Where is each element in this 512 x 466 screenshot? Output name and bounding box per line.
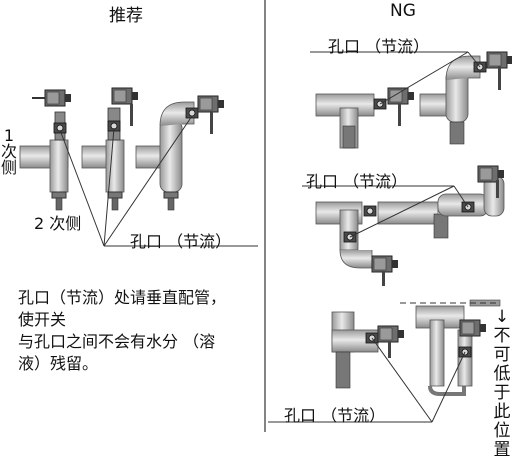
- recommended-assembly-2: [81, 87, 139, 211]
- vertical-char: 不: [493, 326, 511, 346]
- ng-leader-lines-3: [268, 337, 466, 423]
- vertical-char: 于: [493, 383, 511, 403]
- ng-example-3: [331, 299, 501, 396]
- primary-side-number: 1: [3, 126, 15, 145]
- recommended-assembly-1: [19, 89, 72, 211]
- vertical-char: 置: [493, 440, 511, 460]
- installation-note: 孔口（节流）处请垂直配管， 使开关 与孔口之间不会有水分 （溶 液）残留。: [18, 287, 226, 375]
- vertical-char: 此: [493, 402, 511, 422]
- secondary-side-label: 2 次侧: [34, 214, 82, 233]
- recommended-heading: 推荐: [109, 6, 143, 26]
- orifice-label-ng-1: 孔口 （节流）: [328, 37, 430, 56]
- note-line-3: 与孔口之间不会有水分 （溶: [18, 332, 216, 351]
- vertical-char: 可: [493, 345, 511, 365]
- down-arrow-icon: ↓: [494, 307, 510, 327]
- ng-leader-lines-2: [302, 185, 469, 238]
- orifice-label-recommended: 孔口 （节流）: [130, 232, 232, 251]
- ng-example-1: [315, 51, 512, 149]
- recommended-assembly-3: [135, 95, 225, 211]
- orifice-label-ng-3: 孔口 （节流）: [284, 406, 386, 425]
- note-line-4: 液）残留。: [18, 354, 99, 373]
- ng-leader-lines-1: [310, 51, 481, 105]
- vertical-char: 位: [493, 421, 511, 441]
- primary-side-char-2: 侧: [0, 158, 17, 177]
- note-line-2: 使开关: [18, 310, 67, 329]
- note-line-1: 孔口（节流）处请垂直配管，: [18, 288, 227, 307]
- orifice-label-ng-2: 孔口 （节流）: [306, 172, 408, 191]
- vertical-char: 低: [493, 364, 511, 384]
- ng-vertical-note: ↓ 不 可 低 于 此 位 置: [493, 308, 511, 460]
- primary-side-char-1: 次: [0, 142, 17, 161]
- ng-example-2: [315, 165, 505, 286]
- ng-heading: NG: [390, 1, 416, 21]
- recommended-leader-lines: [59, 115, 258, 247]
- primary-side-label: 1 次 侧: [0, 128, 18, 176]
